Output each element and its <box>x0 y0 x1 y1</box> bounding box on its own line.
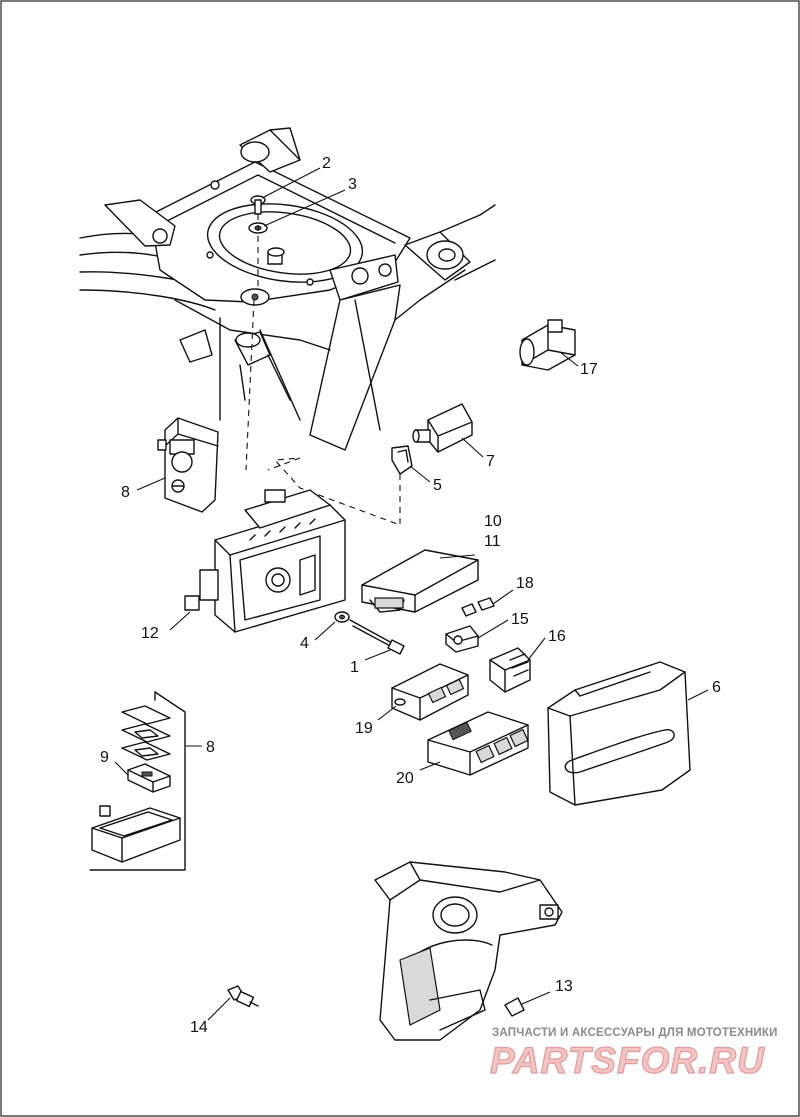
callout-8-lower: 8 <box>206 739 215 756</box>
bolt-2 <box>250 195 266 215</box>
callout-4: 4 <box>300 635 309 652</box>
fuse-18 <box>461 597 495 617</box>
stud-fitting <box>267 247 285 265</box>
sensor-14 <box>227 985 259 1008</box>
relay-16 <box>489 647 531 693</box>
cover-8 <box>157 417 219 513</box>
cover-6 <box>547 661 691 806</box>
callout-7: 7 <box>486 453 495 470</box>
callouts: 2 3 17 7 5 8 10 11 18 15 16 12 4 1 6 19 … <box>100 155 721 1036</box>
watermark-caption: ЗАПЧАСТИ И АКСЕССУАРЫ ДЛЯ МОТОТЕХНИКИ <box>492 1027 778 1039</box>
callout-16: 16 <box>548 628 566 645</box>
callout-10: 10 <box>484 513 502 530</box>
callout-9: 9 <box>100 749 109 766</box>
callout-20: 20 <box>396 770 414 787</box>
callout-1: 1 <box>350 659 359 676</box>
callout-18: 18 <box>516 575 534 592</box>
callout-12: 12 <box>141 625 159 642</box>
callout-8-upper: 8 <box>121 484 130 501</box>
housing-assembly <box>374 861 563 1041</box>
callout-19: 19 <box>355 720 373 737</box>
callout-17: 17 <box>580 361 598 378</box>
watermark-brand: PARTSFOR.RU <box>490 1040 765 1081</box>
clip-5 <box>391 445 413 475</box>
module-19 <box>391 663 469 721</box>
module-10-11 <box>361 549 479 613</box>
fuse-15 <box>445 625 479 653</box>
callout-5: 5 <box>433 477 442 494</box>
callout-3: 3 <box>348 176 357 193</box>
assembly-line <box>267 457 401 526</box>
callout-11: 11 <box>484 533 501 550</box>
assembly-line <box>245 299 255 471</box>
module-20 <box>427 711 529 776</box>
leader-lines <box>114 167 709 1021</box>
fuse-box-12 <box>184 489 346 633</box>
callout-14: 14 <box>190 1019 208 1036</box>
washer-4 <box>334 611 350 623</box>
watermark: ЗАПЧАСТИ И АКСЕССУАРЫ ДЛЯ МОТОТЕХНИКИ PA… <box>489 1027 778 1082</box>
relay-7 <box>412 403 473 453</box>
kit-box <box>89 691 186 871</box>
connector-17 <box>519 319 576 371</box>
callout-13: 13 <box>555 978 573 995</box>
bolt-1 <box>349 619 405 655</box>
callout-15: 15 <box>511 611 529 628</box>
callout-2: 2 <box>322 155 331 172</box>
motorcycle-frame <box>79 127 496 451</box>
callout-6: 6 <box>712 679 721 696</box>
